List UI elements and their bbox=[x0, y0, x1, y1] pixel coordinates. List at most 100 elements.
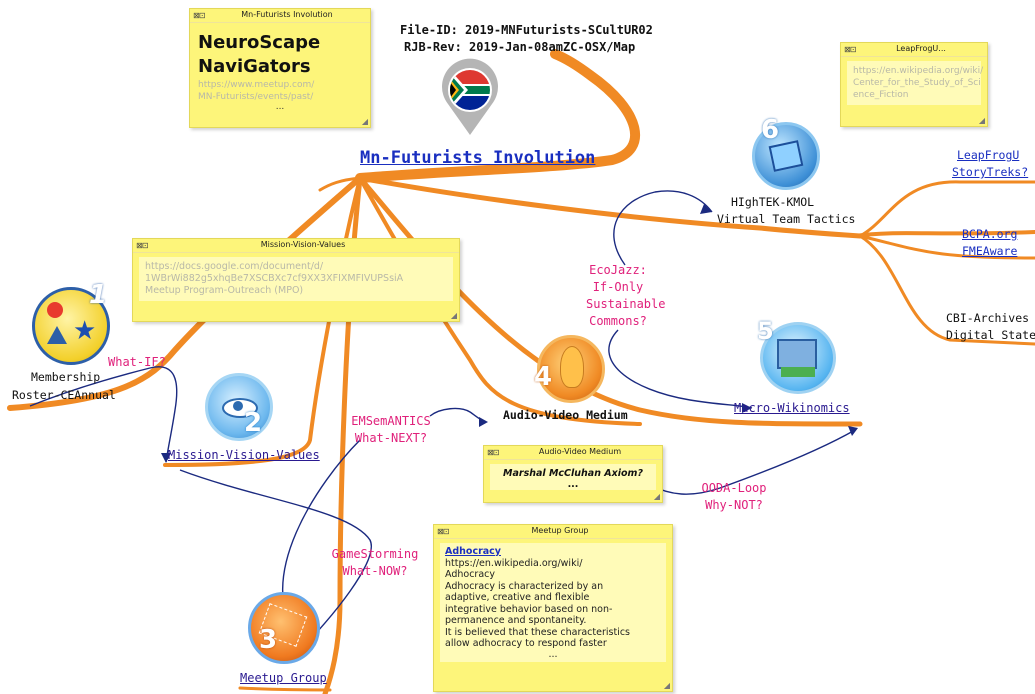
topic-macro-wikinomics[interactable]: Macro-Wikinomics bbox=[734, 401, 850, 415]
note-mission-vision-values[interactable]: ⊠⊡Mission-Vision-Values https://docs.goo… bbox=[132, 238, 460, 322]
note-heading-line2: NaviGators bbox=[198, 56, 311, 77]
note-line: allow adhocracy to respond faster bbox=[445, 638, 607, 649]
note-url-line1: https://www.meetup.com/ bbox=[198, 80, 315, 90]
branch-bcpa bbox=[858, 234, 1035, 260]
note-url-line2: MN-Futurists/events/past/ bbox=[198, 92, 314, 102]
relation-ooda bbox=[649, 429, 856, 495]
revision-label: RJB-Rev: 2019-Jan-08amZC-OSX/Map bbox=[404, 40, 636, 54]
arrowhead-avm bbox=[479, 417, 488, 427]
macro-wikinomics-icon[interactable]: 5 bbox=[757, 317, 836, 394]
relation-line: EcoJazz: bbox=[589, 263, 647, 277]
topic-mission-vision-values[interactable]: Mission-Vision-Values bbox=[168, 448, 320, 462]
relation-ecojazz-in bbox=[613, 190, 713, 266]
membership-shapes-icon[interactable]: ★ 1 bbox=[32, 280, 110, 365]
topic-hightek-line1[interactable]: HIghTEK-KMOL bbox=[731, 195, 815, 209]
arrowhead-macro bbox=[742, 403, 752, 413]
topic-membership-line1[interactable]: Membership bbox=[31, 370, 101, 384]
mission-eye-icon[interactable]: 2 bbox=[205, 373, 273, 441]
arrowhead-macro-ooda bbox=[848, 426, 858, 436]
note-line2: 1WBrWi882g5xhqBe7XSCBXc7cf9XX3XFIXMFIVUP… bbox=[145, 273, 404, 284]
resize-handle-icon[interactable]: ◢ bbox=[978, 116, 985, 125]
relation-emsemantics-label[interactable]: EMSemANTICS What-NEXT? bbox=[339, 413, 443, 447]
relation-what-if-label[interactable]: What-IF? bbox=[108, 355, 166, 369]
icon-number: 5 bbox=[757, 317, 774, 345]
note-text: Marshal McCluhan Axiom? bbox=[503, 468, 643, 479]
topic-bcpa-line1[interactable]: BCPA.org bbox=[962, 227, 1018, 241]
note-line: It is believed that these characteristic… bbox=[445, 626, 631, 638]
note-title: Mn-Futurists Involution bbox=[241, 10, 333, 19]
note-line: adaptive, creative and flexible bbox=[445, 592, 590, 603]
topic-bcpa-line2[interactable]: FMEAware bbox=[962, 244, 1018, 258]
note-line: https://en.wikipedia.org/wiki/ bbox=[445, 557, 583, 569]
adhocracy-link[interactable]: Adhocracy bbox=[445, 546, 501, 557]
relation-gamestorming-label[interactable]: GameStorming What-NOW? bbox=[327, 546, 423, 580]
relation-line: OODA-Loop bbox=[701, 481, 767, 495]
topic-hightek-line2[interactable]: Virtual Team Tactics bbox=[717, 212, 856, 226]
note-line: permanence and spontaneity. bbox=[445, 615, 587, 626]
topic-membership-line2[interactable]: Roster-CEAnnual bbox=[12, 388, 116, 402]
topic-cbi-line1[interactable]: CBI-Archives bbox=[946, 311, 1030, 325]
arrowhead-hightek bbox=[700, 204, 712, 214]
hightek-network-icon[interactable]: 6 bbox=[752, 115, 820, 190]
note-window-controls-icon[interactable]: ⊠⊡ bbox=[193, 11, 205, 20]
note-heading-line1: NeuroScape bbox=[198, 32, 321, 53]
note-ellipsis: ... bbox=[548, 648, 558, 660]
branch-cbi bbox=[858, 234, 1035, 346]
resize-handle-icon[interactable]: ◢ bbox=[663, 681, 670, 690]
relation-line: Commons? bbox=[589, 314, 647, 328]
icon-number: 6 bbox=[761, 115, 780, 145]
note-title: Mission-Vision-Values bbox=[260, 240, 346, 249]
note-window-controls-icon[interactable]: ⊠⊡ bbox=[487, 448, 499, 457]
icon-number: 1 bbox=[89, 280, 108, 310]
note-line3: ence_Fiction bbox=[853, 90, 909, 100]
topic-leapfrog-line2[interactable]: StoryTreks? bbox=[952, 165, 1029, 179]
icon-number: 3 bbox=[259, 625, 278, 655]
resize-handle-icon[interactable]: ◢ bbox=[450, 311, 457, 320]
audio-video-head-icon[interactable]: 4 bbox=[534, 335, 605, 403]
relation-ecojazz-label[interactable]: EcoJazz: If-Only Sustainable Commons? bbox=[586, 262, 666, 330]
topic-leapfrog-line1[interactable]: LeapFrogU bbox=[957, 148, 1020, 162]
note-window-controls-icon[interactable]: ⊠⊡ bbox=[844, 45, 856, 54]
note-ellipsis: ... bbox=[567, 479, 579, 490]
relation-whatif bbox=[29, 366, 178, 463]
relation-ecojazz-out bbox=[608, 329, 753, 409]
note-leapfrog[interactable]: ⊠⊡ LeapFrogU... https://en.wikipedia.org/… bbox=[840, 42, 988, 127]
icon-number: 2 bbox=[244, 408, 263, 438]
branch-leapfrog bbox=[858, 180, 1035, 238]
relation-ooda-loop-label[interactable]: OODA-Loop Why-NOT? bbox=[693, 480, 775, 514]
topic-meetup-group[interactable]: Meetup Group bbox=[240, 671, 327, 685]
resize-handle-icon[interactable]: ◢ bbox=[653, 492, 660, 501]
note-line2: Center_for_the_Study_of_Sci bbox=[853, 78, 981, 88]
branch-hightek bbox=[357, 175, 863, 239]
note-window-controls-icon[interactable]: ⊠⊡ bbox=[136, 241, 148, 250]
branch-file-id bbox=[355, 49, 641, 183]
icon-number: 4 bbox=[534, 362, 553, 392]
note-audio-video-medium[interactable]: ⊠⊡Audio-Video Medium Marshal McCluhan Ax… bbox=[483, 445, 663, 503]
relation-line: Why-NOT? bbox=[705, 498, 763, 512]
relation-line: GameStorming bbox=[331, 547, 419, 561]
topic-audio-video-medium[interactable]: Audio-Video Medium bbox=[503, 408, 628, 422]
relation-line: If-Only bbox=[592, 280, 644, 294]
south-africa-flag-pin-icon bbox=[442, 58, 498, 135]
branch-left-stub bbox=[318, 176, 362, 192]
file-id-label: File-ID: 2019-MNFuturists-SCultUR02 bbox=[400, 23, 653, 37]
branch-main-right bbox=[853, 230, 1035, 238]
note-line: Adhocracy bbox=[445, 569, 495, 580]
relation-line: EMSemANTICS bbox=[351, 414, 431, 428]
resize-handle-icon[interactable]: ◢ bbox=[361, 117, 368, 126]
note-line3: Meetup Program-Outreach (MPO) bbox=[145, 285, 304, 296]
note-title: LeapFrogU... bbox=[896, 44, 946, 53]
relation-line: Sustainable bbox=[586, 297, 666, 311]
relation-line: What-NOW? bbox=[342, 564, 408, 578]
note-meetup-group[interactable]: ⊠⊡ Meetup Group Adhocracy https://en.wiki… bbox=[433, 524, 673, 692]
topic-cbi-line2[interactable]: Digital State bbox=[946, 328, 1035, 342]
note-window-controls-icon[interactable]: ⊠⊡ bbox=[437, 527, 449, 536]
note-line1: https://en.wikipedia.org/wiki/ bbox=[853, 66, 984, 76]
note-ellipsis: ... bbox=[275, 102, 285, 112]
central-topic[interactable]: Mn-Futurists Involution bbox=[360, 148, 596, 168]
note-title: Meetup Group bbox=[531, 526, 589, 535]
note-neuroscape[interactable]: ⊠⊡ Mn-Futurists Involution NeuroScape Nav… bbox=[189, 8, 371, 128]
note-line: integrative behavior based on non- bbox=[445, 603, 613, 615]
relation-gamestorm-down bbox=[179, 469, 372, 651]
meetup-group-map-icon[interactable]: 3 bbox=[248, 592, 320, 664]
